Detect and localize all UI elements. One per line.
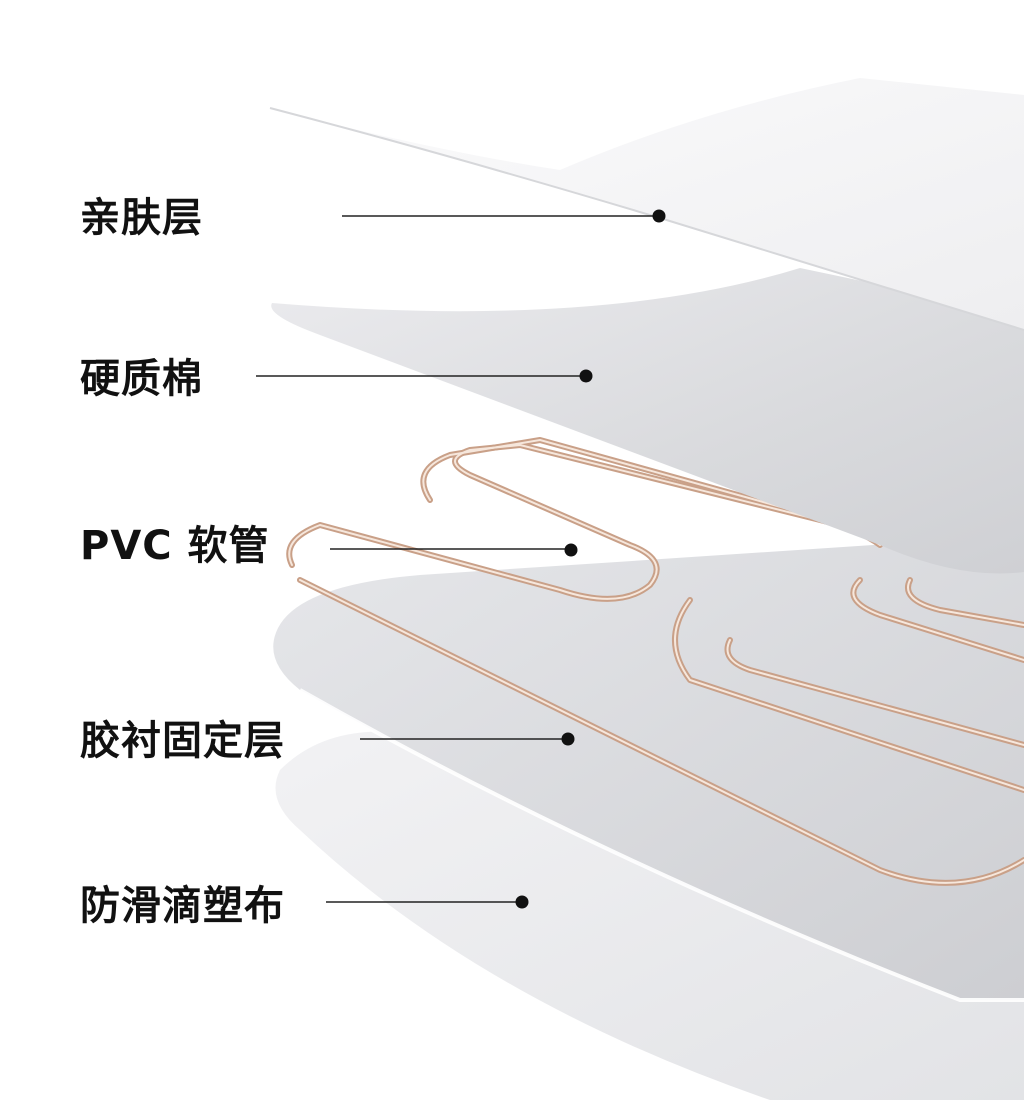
label-skin-layer: 亲肤层 xyxy=(80,195,203,241)
adhesive-layer-panel xyxy=(273,535,1024,1000)
skin-layer-edge xyxy=(269,107,1024,331)
leader-lines xyxy=(256,215,658,903)
dot-adhesive-layer xyxy=(561,732,575,746)
dot-hard-cotton xyxy=(579,369,593,383)
label-hard-cotton: 硬质棉 xyxy=(80,356,203,402)
hard-cotton-panel xyxy=(271,268,1024,574)
adhesive-layer-edge xyxy=(299,688,1024,1002)
dot-skin-layer xyxy=(652,209,666,223)
skin-layer-panel xyxy=(270,78,1024,330)
label-pvc-tube: PVC 软管 xyxy=(80,523,270,569)
label-adhesive-layer: 胶衬固定层 xyxy=(80,718,285,764)
dot-pvc-tube xyxy=(564,543,578,557)
dot-antislip-cloth xyxy=(515,895,529,909)
label-antislip-cloth: 防滑滴塑布 xyxy=(80,883,285,929)
leader-dots xyxy=(515,209,666,909)
